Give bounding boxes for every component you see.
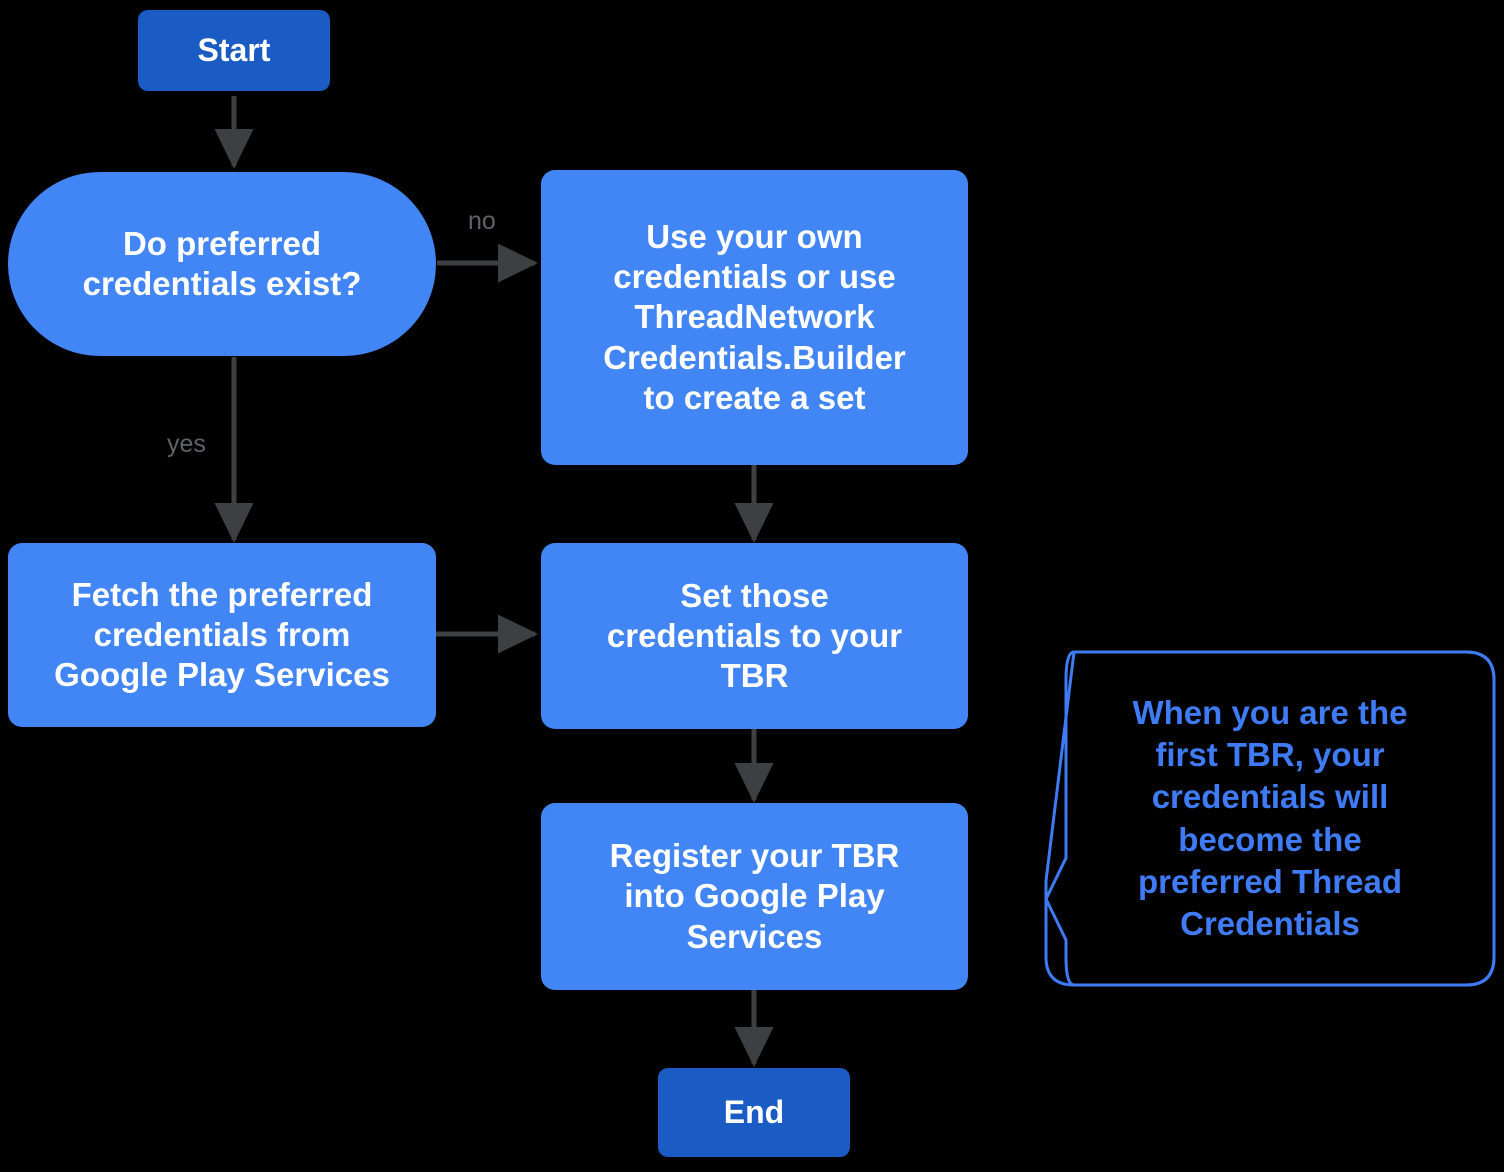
node-end[interactable]: End	[658, 1068, 850, 1157]
callout-bubble-shape	[1044, 650, 1496, 987]
edge-label-no: no	[468, 207, 496, 235]
node-decision-preferred-credentials[interactable]: Do preferred credentials exist?	[8, 172, 436, 356]
callout-text: When you are the first TBR, your credent…	[1132, 693, 1408, 942]
node-set-credentials-to-tbr[interactable]: Set those credentials to your TBR	[541, 543, 968, 729]
node-register-tbr[interactable]: Register your TBR into Google Play Servi…	[541, 803, 968, 990]
node-start[interactable]: Start	[138, 10, 330, 91]
edge-label-yes: yes	[167, 430, 206, 458]
node-fetch-preferred-credentials[interactable]: Fetch the preferred credentials from Goo…	[8, 543, 436, 727]
callout-first-tbr-note: When you are the first TBR, your credent…	[1044, 650, 1496, 987]
node-use-own-credentials[interactable]: Use your own credentials or use ThreadNe…	[541, 170, 968, 465]
